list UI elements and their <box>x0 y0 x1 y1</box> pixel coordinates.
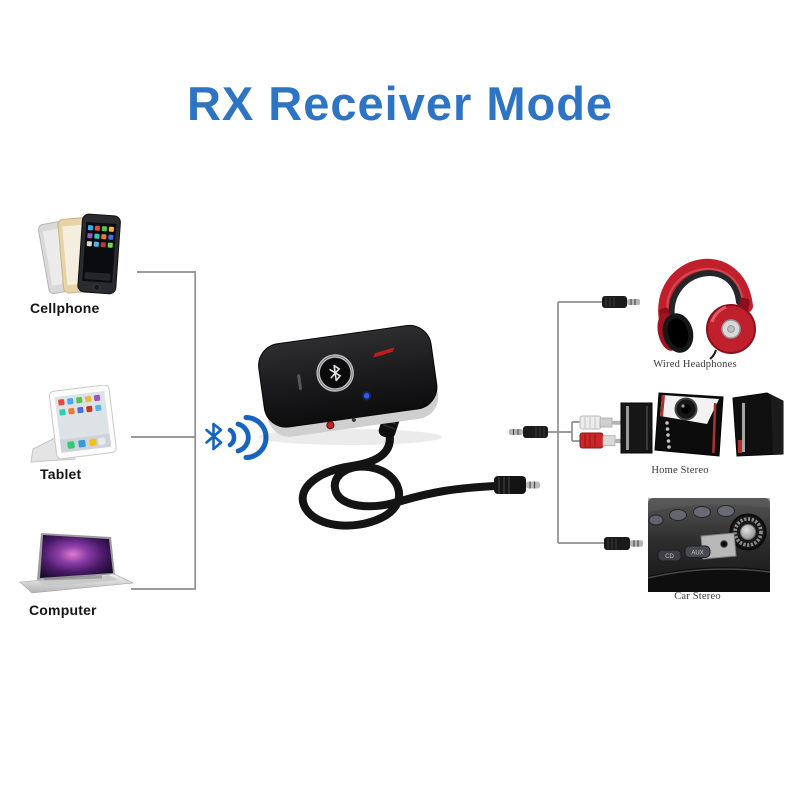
cable-aux-plug <box>494 476 540 494</box>
audio-cable <box>298 424 500 530</box>
car-aux-plug <box>604 537 643 550</box>
source-connector-lines <box>131 271 197 590</box>
output-connector-lines <box>547 301 605 544</box>
receiver-red-print <box>373 347 395 358</box>
cellphone-label: Cellphone <box>30 300 100 316</box>
receiver-charge-port <box>351 417 356 422</box>
receiver-side-print <box>297 374 302 390</box>
stereo-branch-aux-plug <box>509 426 548 438</box>
cellphone-image <box>37 213 121 295</box>
volume-knob <box>729 513 767 551</box>
headphones-aux-plug <box>602 296 640 308</box>
car-stereo-label: Car Stereo <box>674 591 721 602</box>
bluetooth-logo-icon <box>329 364 342 382</box>
computer-image <box>19 533 135 594</box>
headphones-image <box>657 259 756 360</box>
rca-plug-white <box>579 415 623 430</box>
aux-button-label: AUX <box>691 551 703 557</box>
phone-app-grid <box>84 225 114 281</box>
car-stereo-image: CD AUX <box>648 498 770 592</box>
home-stereo-label: Home Stereo <box>651 465 709 476</box>
headphones-label: Wired Headphones <box>653 359 737 370</box>
receiver-status-led <box>363 393 370 399</box>
bluetooth-receiver-image <box>258 324 442 445</box>
home-stereo-image <box>620 392 784 457</box>
computer-label: Computer <box>29 602 97 618</box>
receiver-aux-port <box>326 421 335 430</box>
tablet-app-grid <box>58 394 112 453</box>
cd-button: CD <box>657 549 682 562</box>
tablet-image <box>30 385 117 463</box>
car-preset-buttons <box>648 505 735 526</box>
cd-button-label: CD <box>665 554 674 560</box>
aux-button: AUX <box>684 545 711 558</box>
receiver-pair-button <box>316 354 354 392</box>
tablet-label: Tablet <box>40 466 82 482</box>
page-title: RX Receiver Mode <box>186 77 614 130</box>
stereo-buttons <box>665 421 671 449</box>
bluetooth-signal-icon <box>205 415 269 460</box>
